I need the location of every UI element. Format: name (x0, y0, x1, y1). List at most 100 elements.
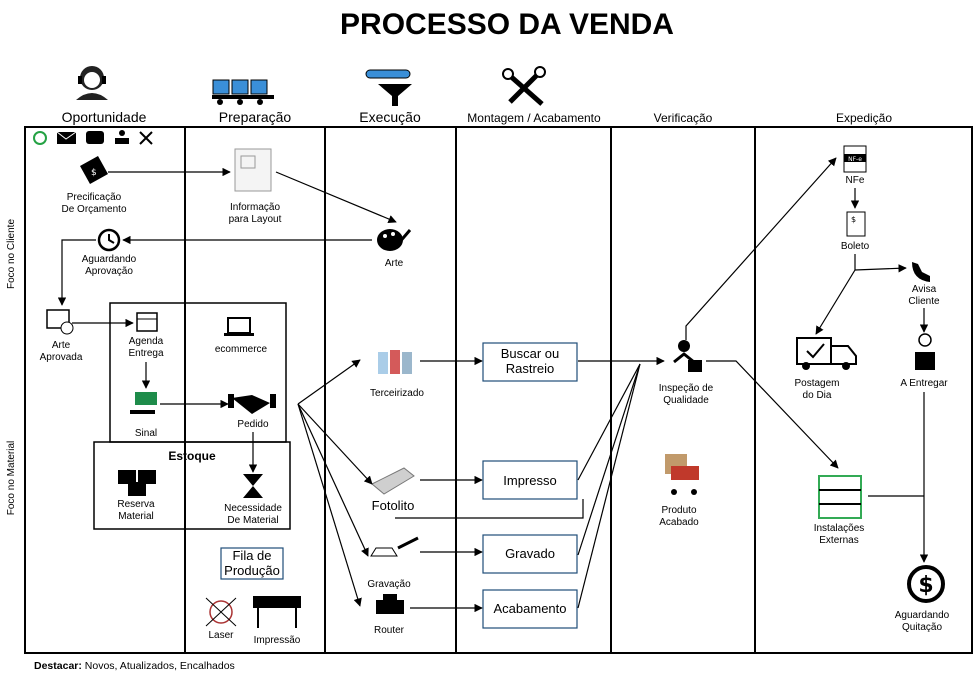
buscar-label: Buscar ou (501, 346, 560, 361)
lane-verificacao: Verificação (654, 111, 713, 125)
router-label: Router (374, 625, 405, 636)
produto-label-1: Produto (661, 505, 696, 516)
engraving-icon (370, 536, 419, 557)
phone-icon (86, 131, 104, 144)
postagem-label-1: Postagem (794, 378, 839, 389)
produto-label-2: Acabado (659, 517, 699, 528)
layout-document-icon (234, 148, 272, 192)
footer-label: Destacar: (34, 660, 82, 672)
footer-text: Novos, Atualizados, Encalhados (81, 660, 235, 672)
boleto-label: Boleto (841, 241, 870, 252)
shelving-icon (818, 475, 862, 519)
handshake-icon (228, 394, 276, 414)
estoque-title: Estoque (168, 449, 216, 463)
side-label-cliente: Foco no Cliente (6, 219, 17, 289)
quitacao-label-2: Quitação (902, 622, 942, 633)
lane-execucao: Execução (359, 109, 421, 125)
nfe-badge: NF-e (848, 156, 862, 163)
impresso-box[interactable] (482, 460, 578, 500)
money-hand-icon (130, 392, 157, 414)
producao-label: Produção (224, 563, 280, 578)
page-title: PROCESSO DA VENDA (340, 8, 674, 41)
laser-icon (205, 597, 237, 627)
svg-text:$: $ (918, 573, 933, 598)
quitacao-label-1: Aguardando (895, 610, 950, 621)
fila-label: Fila de (232, 548, 271, 563)
informacao-label-1: Informação (230, 202, 280, 213)
gravacao-label: Gravação (367, 579, 411, 590)
instalacoes-label-1: Instalações (814, 523, 865, 534)
sinal-label: Sinal (135, 428, 157, 439)
inspector-icon (673, 340, 702, 372)
nfe-label: NFe (846, 175, 865, 186)
avisa-label-1: Avisa (912, 284, 937, 295)
tools-icon (502, 66, 546, 106)
rastreio-label: Rastreio (506, 361, 554, 376)
printer-icon (253, 596, 301, 628)
impressao-label: Impressão (254, 635, 301, 646)
svg-text:$: $ (851, 215, 856, 224)
email-icon (56, 131, 77, 144)
acabamento-box[interactable] (482, 589, 578, 629)
invoice-document-icon: $ (846, 211, 866, 237)
fotolito-label: Fotolito (372, 498, 415, 513)
svg-text:$: $ (91, 168, 97, 178)
agenda-label-2: Entrega (128, 348, 163, 359)
side-label-material: Foco no Material (6, 441, 17, 515)
lane-expedicao: Expedição (836, 111, 892, 125)
calendar-icon (136, 312, 158, 332)
a-entregar-label: A Entregar (900, 378, 948, 389)
image-approved-icon (46, 309, 74, 335)
truck-icon (796, 337, 857, 370)
lane-oportunidade: Oportunidade (62, 109, 147, 125)
estoque-box (93, 441, 291, 530)
lane-preparacao: Preparação (219, 109, 292, 125)
clock-icon (97, 228, 121, 252)
agenda-label-1: Agenda (129, 336, 164, 347)
payment-cycle-icon: $ (907, 565, 945, 603)
buscar-rastreio-box[interactable] (482, 342, 578, 382)
flow-arrows (57, 157, 929, 613)
whatsapp-icon (33, 131, 47, 145)
terceirizado-label: Terceirizado (370, 388, 424, 399)
laptop-cart-icon (224, 317, 254, 336)
reserva-label-2: Material (118, 511, 154, 522)
finished-product-cart-icon (665, 454, 699, 495)
gravado-label: Gravado (505, 546, 555, 561)
hourglass-icon (243, 474, 263, 498)
phone-ringing-icon (912, 262, 930, 282)
photolith-icon (371, 467, 415, 495)
laser-label: Laser (208, 630, 234, 641)
price-tag-icon: $ (80, 156, 108, 184)
precificacao-label-2: De Orçamento (61, 204, 126, 215)
boxes-icon (118, 470, 156, 496)
swimlane-frame (24, 126, 973, 654)
nfe-document-icon: NF-e (843, 145, 867, 173)
aguardando-label-2: Aprovação (85, 266, 133, 277)
arte-aprovada-label-2: Aprovada (40, 352, 83, 363)
no-contact-icon (139, 131, 153, 145)
inspecao-label-2: Qualidade (663, 395, 709, 406)
router-machine-icon (376, 594, 404, 614)
gravado-box[interactable] (482, 534, 578, 574)
arte-aprovada-label-1: Arte (52, 340, 71, 351)
aguardando-label-1: Aguardando (82, 254, 137, 265)
outsourced-icon (378, 350, 412, 374)
arte-label: Arte (385, 258, 404, 269)
pedido-label: Pedido (237, 419, 269, 430)
fila-producao-box[interactable] (220, 547, 284, 580)
ecommerce-label: ecommerce (215, 344, 268, 355)
informacao-label-2: para Layout (229, 214, 282, 225)
instalacoes-label-2: Externas (819, 535, 858, 546)
store-icon (115, 130, 129, 144)
precificacao-label-1: Precificação (67, 192, 122, 203)
postagem-label-2: do Dia (803, 390, 832, 401)
funnel-icon (365, 69, 412, 106)
inspecao-label-1: Inspeção de (659, 383, 714, 394)
headset-icon (76, 66, 108, 100)
reserva-label-1: Reserva (117, 499, 155, 510)
lane-montagem: Montagem / Acabamento (467, 111, 601, 125)
footer-legend: Destacar: Novos, Atualizados, Encalhados (34, 660, 235, 672)
acabamento-label: Acabamento (494, 601, 567, 616)
